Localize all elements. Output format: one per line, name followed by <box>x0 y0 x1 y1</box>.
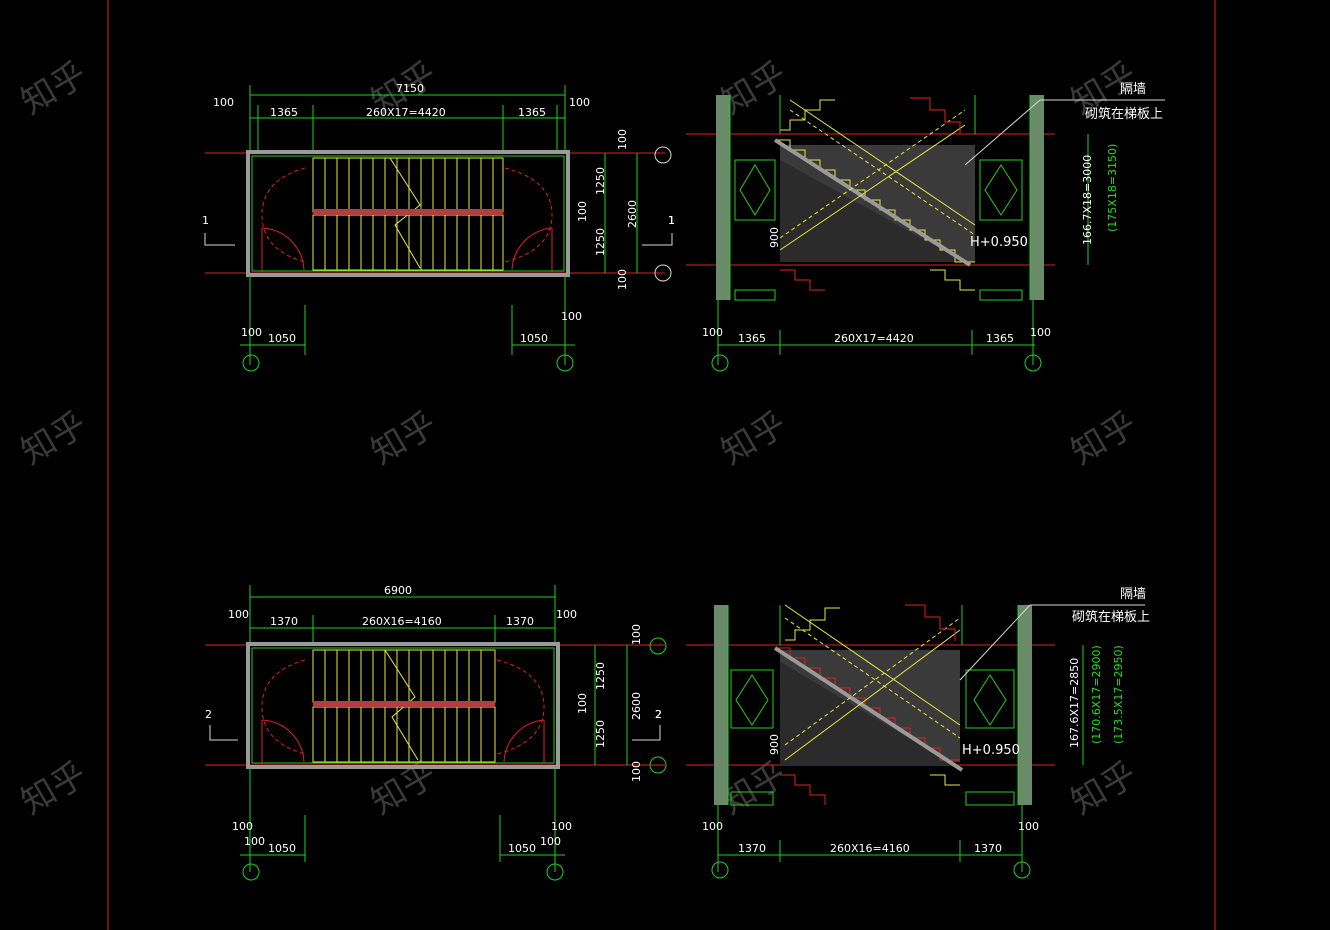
dim-900: 900 <box>768 734 781 755</box>
section-mark: 2 <box>655 708 662 721</box>
section-mark-right: 2 <box>655 708 662 721</box>
dim-right-landing: 1365 <box>518 106 546 119</box>
dim-bottom-left-100b: 100 <box>244 835 265 848</box>
watermark: 知乎 <box>15 54 94 123</box>
dim-right-landing: 1365 <box>986 332 1014 345</box>
watermark: 知乎 <box>1065 754 1144 823</box>
dim-height-alt1: (170.6X17=2900) <box>1090 645 1103 744</box>
axis-bubble <box>556 354 574 372</box>
axis-bubble <box>654 264 672 282</box>
watermark: 知乎 <box>15 404 94 473</box>
watermark: 知乎 <box>365 754 444 823</box>
axis-bubble <box>546 863 564 881</box>
dim-v-top: 100 <box>630 624 643 645</box>
section-mark: 1 <box>668 214 675 227</box>
axis-bubble <box>711 354 729 372</box>
dim-right-100: 100 <box>1018 820 1039 833</box>
note-title: 隔墙 <box>1120 82 1146 97</box>
watermark: 知乎 <box>15 754 94 823</box>
stair-section-2: 隔墙 砌筑在梯板上 H+0.950 900 167.6X17=2850 (170… <box>655 587 1150 879</box>
dim-left-landing: 1365 <box>270 106 298 119</box>
axis-bubble <box>649 756 667 774</box>
dim-bottom-right-100: 100 <box>561 310 582 323</box>
dim-bottom-right-1050: 1050 <box>508 842 536 855</box>
dim-left-edge: 100 <box>228 608 249 621</box>
section-mark-right: 1 <box>668 214 675 227</box>
note-title: 隔墙 <box>1120 587 1146 602</box>
dim-bottom-right-1050: 1050 <box>520 332 548 345</box>
stair-plan-1: 7150 100 100 1365 260X17=4420 1365 <box>202 82 675 372</box>
axis-bubble <box>1013 861 1031 879</box>
dim-run: 260X17=4420 <box>366 106 446 119</box>
dim-overall: 6900 <box>384 584 412 597</box>
dim-900: 900 <box>768 227 781 248</box>
dim-left-100: 100 <box>702 326 723 339</box>
axis-bubble <box>654 146 672 164</box>
dim-right-edge: 100 <box>556 608 577 621</box>
dim-left-landing: 1365 <box>738 332 766 345</box>
dim-run: 260X17=4420 <box>834 332 914 345</box>
section-mark-left: 1 <box>202 214 209 227</box>
dim-height-alt2: (173.5X17=2950) <box>1112 645 1125 744</box>
dim-v-top: 100 <box>616 129 629 150</box>
level-label: H+0.950 <box>962 743 1020 758</box>
dim-v-bot: 100 <box>616 269 629 290</box>
dim-v-bot: 100 <box>630 761 643 782</box>
dim-bottom-left-1050: 1050 <box>268 332 296 345</box>
stair-plan-2: 6900 100 100 1370 260X16=4160 1370 <box>205 584 667 881</box>
axis-bubble <box>711 861 729 879</box>
dim-v-total: 2600 <box>626 200 639 228</box>
dim-right-100: 100 <box>1030 326 1051 339</box>
dim-bottom-right-100a: 100 <box>551 820 572 833</box>
dim-height-alt: (175X18=3150) <box>1106 144 1119 232</box>
dim-v-b: 1250 <box>594 720 607 748</box>
dim-left-landing: 1370 <box>270 615 298 628</box>
dim-bottom-left-100a: 100 <box>232 820 253 833</box>
dim-v-b: 1250 <box>594 228 607 256</box>
dim-left-edge: 100 <box>213 96 234 109</box>
dim-v-mid: 100 <box>576 693 589 714</box>
dim-right-landing: 1370 <box>974 842 1002 855</box>
dim-left-100: 100 <box>702 820 723 833</box>
dim-overall: 7150 <box>396 82 424 95</box>
stair-section-1: 隔墙 砌筑在梯板上 H+0.950 900 166.7X18=3000 (175… <box>668 82 1165 372</box>
watermark: 知乎 <box>1065 404 1144 473</box>
note-text: 砌筑在梯板上 <box>1085 106 1163 122</box>
dim-left-landing: 1370 <box>738 842 766 855</box>
section-mark-left: 2 <box>205 708 212 721</box>
dim-run: 260X16=4160 <box>362 615 442 628</box>
axis-bubble <box>242 354 260 372</box>
watermark: 知乎 <box>715 404 794 473</box>
level-label: H+0.950 <box>970 235 1028 250</box>
dim-bottom-right-100b: 100 <box>540 835 561 848</box>
dim-v-a: 1250 <box>594 167 607 195</box>
dim-run: 260X16=4160 <box>830 842 910 855</box>
dim-bottom-left-100: 100 <box>241 326 262 339</box>
dim-right-edge: 100 <box>569 96 590 109</box>
axis-bubble <box>1024 354 1042 372</box>
dim-height: 167.6X17=2850 <box>1068 658 1081 748</box>
axis-bubble <box>649 637 667 655</box>
dim-right-landing: 1370 <box>506 615 534 628</box>
axis-bubble <box>242 863 260 881</box>
watermark: 知乎 <box>365 404 444 473</box>
dim-v-mid: 100 <box>576 201 589 222</box>
dim-height: 166.7X18=3000 <box>1081 155 1094 245</box>
dim-v-total: 2600 <box>630 692 643 720</box>
dim-v-a: 1250 <box>594 662 607 690</box>
note-text: 砌筑在梯板上 <box>1072 609 1150 625</box>
dim-bottom-left-1050: 1050 <box>268 842 296 855</box>
